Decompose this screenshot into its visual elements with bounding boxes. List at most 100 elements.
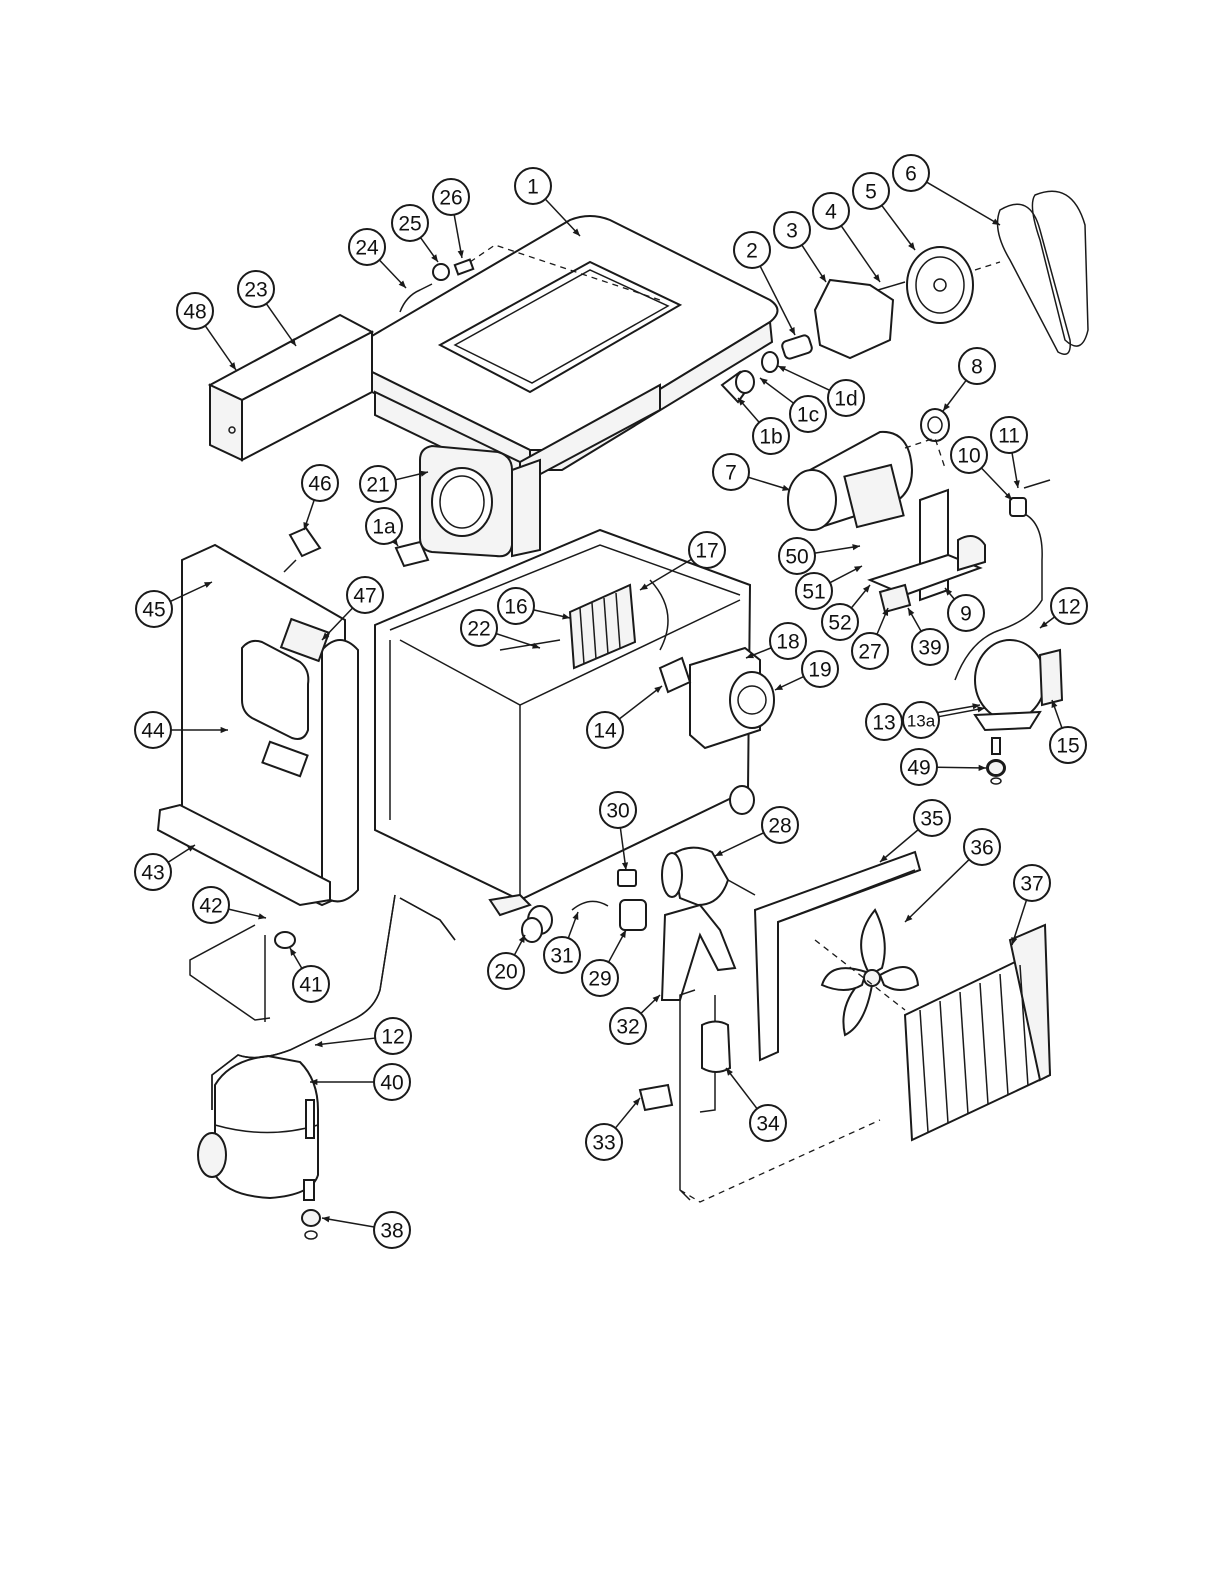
- callout-label-43: 43: [141, 862, 164, 885]
- callout-39: 39: [912, 629, 948, 665]
- callout-27: 27: [852, 633, 888, 669]
- callout-label-17: 17: [695, 540, 718, 563]
- callout-1b: 1b: [753, 418, 789, 454]
- part-fan-motor: [662, 848, 755, 905]
- callout-label-32: 32: [616, 1016, 639, 1039]
- leader-line-28: [715, 833, 764, 856]
- callout-label-46: 46: [308, 473, 331, 496]
- callout-label-36: 36: [970, 837, 993, 860]
- callout-label-51: 51: [802, 581, 825, 604]
- part-fan-bracket: [662, 905, 735, 1000]
- leader-line-1d: [778, 366, 830, 390]
- callout-label-37: 37: [1020, 873, 1043, 896]
- part-gear-reducer: [781, 280, 893, 360]
- leader-arrow-25: [431, 254, 438, 262]
- callout-18: 18: [770, 623, 806, 659]
- callout-17: 17: [689, 532, 725, 568]
- callout-7: 7: [713, 454, 749, 490]
- callout-label-4: 4: [825, 201, 837, 224]
- callout-label-52: 52: [828, 612, 851, 635]
- callout-label-47: 47: [353, 585, 376, 608]
- callout-label-44: 44: [141, 720, 165, 743]
- part-expansion-valve: [190, 925, 295, 1022]
- callout-25: 25: [392, 205, 428, 241]
- callout-47: 47: [347, 577, 383, 613]
- callout-33: 33: [586, 1124, 622, 1160]
- part-filter-drier: [640, 990, 730, 1200]
- callout-12a: 12: [1051, 588, 1087, 624]
- callout-label-48: 48: [183, 301, 206, 324]
- leader-arrow-11: [1014, 480, 1020, 488]
- leader-arrow-50: [852, 544, 860, 550]
- callout-26: 26: [433, 179, 469, 215]
- callout-label-30: 30: [606, 800, 629, 823]
- leader-arrow-5: [908, 242, 915, 250]
- callout-label-6: 6: [905, 163, 917, 186]
- callout-34: 34: [750, 1105, 786, 1141]
- callout-42: 42: [193, 887, 229, 923]
- callout-50: 50: [779, 538, 815, 574]
- callout-1d: 1d: [828, 380, 864, 416]
- callout-1a: 1a: [366, 508, 402, 544]
- callout-label-23: 23: [244, 279, 267, 302]
- callout-label-2: 2: [746, 240, 758, 263]
- part-run-capacitor: [618, 870, 646, 930]
- callout-8: 8: [959, 348, 995, 384]
- callout-label-18: 18: [776, 631, 799, 654]
- callout-label-27: 27: [858, 641, 881, 664]
- callout-label-12b: 12: [381, 1026, 404, 1049]
- callout-label-1d: 1d: [834, 388, 857, 411]
- callout-2: 2: [734, 232, 770, 268]
- callout-label-25: 25: [398, 213, 421, 236]
- callout-45: 45: [136, 591, 172, 627]
- part-compressor-large: [198, 1056, 320, 1239]
- callout-37: 37: [1014, 865, 1050, 901]
- part-fan-blade: [822, 910, 918, 1035]
- callout-label-16: 16: [504, 596, 527, 619]
- callout-29: 29: [582, 960, 618, 996]
- callout-40: 40: [374, 1064, 410, 1100]
- callout-label-13a: 13a: [907, 712, 936, 731]
- leader-arrow-38: [322, 1216, 330, 1222]
- callout-label-39: 39: [918, 637, 941, 660]
- part-drive-belt: [998, 191, 1088, 354]
- callout-20: 20: [488, 953, 524, 989]
- part-motor-pulley: [921, 409, 949, 441]
- callout-30: 30: [600, 792, 636, 828]
- leader-line-6: [927, 182, 1000, 225]
- callout-13a: 13a: [903, 702, 939, 738]
- leader-arrow-4: [873, 274, 880, 282]
- callout-1c: 1c: [790, 396, 826, 432]
- callout-label-34: 34: [756, 1113, 780, 1136]
- leader-line-23: [266, 304, 296, 346]
- callout-10: 10: [951, 437, 987, 473]
- leader-line-4: [841, 226, 880, 282]
- callout-4: 4: [813, 193, 849, 229]
- callout-9: 9: [948, 595, 984, 631]
- part-condenser-coil: [905, 925, 1050, 1140]
- callout-label-22: 22: [467, 618, 490, 641]
- callout-label-14: 14: [593, 720, 617, 743]
- callout-label-3: 3: [786, 220, 798, 243]
- leader-arrow-30: [622, 862, 628, 870]
- callout-label-13: 13: [872, 712, 895, 735]
- callout-label-1c: 1c: [797, 404, 819, 427]
- part-front-panel: [158, 545, 358, 905]
- callout-label-26: 26: [439, 187, 462, 210]
- callout-label-20: 20: [494, 961, 517, 984]
- callout-35: 35: [914, 800, 950, 836]
- callout-16: 16: [498, 588, 534, 624]
- callout-36: 36: [964, 829, 1000, 865]
- callout-28: 28: [762, 807, 798, 843]
- callout-6: 6: [893, 155, 929, 191]
- leader-arrow-26: [458, 250, 464, 258]
- callout-label-29: 29: [588, 968, 611, 991]
- leader-line-38: [322, 1218, 374, 1227]
- leader-arrow-7: [782, 485, 790, 491]
- callout-12b: 12: [375, 1018, 411, 1054]
- callout-label-10: 10: [957, 445, 980, 468]
- callout-label-19: 19: [808, 659, 831, 682]
- callout-52: 52: [822, 604, 858, 640]
- callout-21: 21: [360, 466, 396, 502]
